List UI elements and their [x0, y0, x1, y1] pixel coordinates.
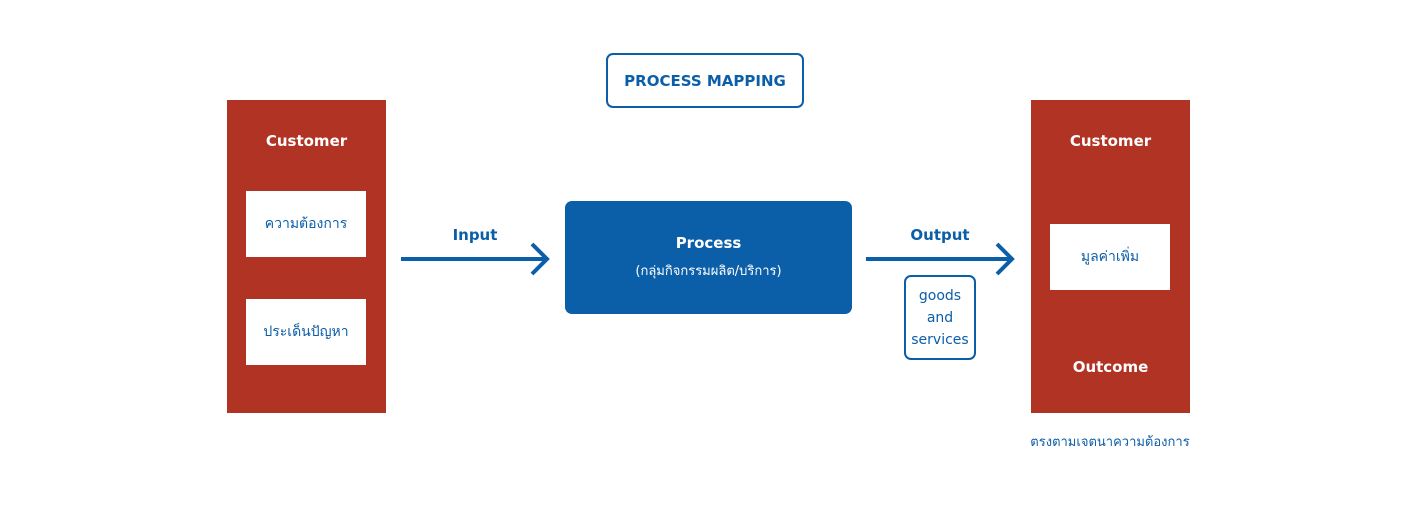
customer-heading-left: Customer	[265, 132, 348, 150]
goods-and-services-note: goods and services	[904, 275, 976, 360]
output-arrow-icon	[866, 242, 1015, 276]
process-title: Process	[675, 234, 742, 252]
customer-outcome-column: Customer มูลค่าเพิ่ม Outcome	[1031, 100, 1190, 413]
problems-box: ประเด็นปัญหา	[246, 299, 366, 365]
needs-label: ความต้องการ	[264, 216, 348, 232]
process-subtitle: (กลุ่มกิจกรรมผลิต/บริการ)	[635, 264, 782, 279]
process-box: Process (กลุ่มกิจกรรมผลิต/บริการ)	[565, 201, 852, 314]
note-line: goods	[918, 287, 962, 304]
customer-heading-right: Customer	[1069, 132, 1152, 150]
problems-label: ประเด็นปัญหา	[263, 324, 349, 340]
note-line: services	[911, 331, 969, 348]
diagram-title: PROCESS MAPPING	[606, 53, 804, 108]
value-added-label: มูลค่าเพิ่ม	[1080, 249, 1140, 265]
needs-box: ความต้องการ	[246, 191, 366, 257]
outcome-caption: ตรงตามเจตนาความต้องการ	[1030, 435, 1190, 450]
output-label: Output	[910, 226, 970, 244]
diagram-title-text: PROCESS MAPPING	[624, 71, 786, 90]
input-label: Input	[452, 226, 498, 244]
note-line: and	[926, 309, 954, 326]
input-arrow-icon	[401, 242, 550, 276]
outcome-label: Outcome	[1072, 358, 1149, 376]
value-added-box: มูลค่าเพิ่ม	[1050, 224, 1170, 290]
customer-input-column: Customer ความต้องการ ประเด็นปัญหา	[227, 100, 386, 413]
